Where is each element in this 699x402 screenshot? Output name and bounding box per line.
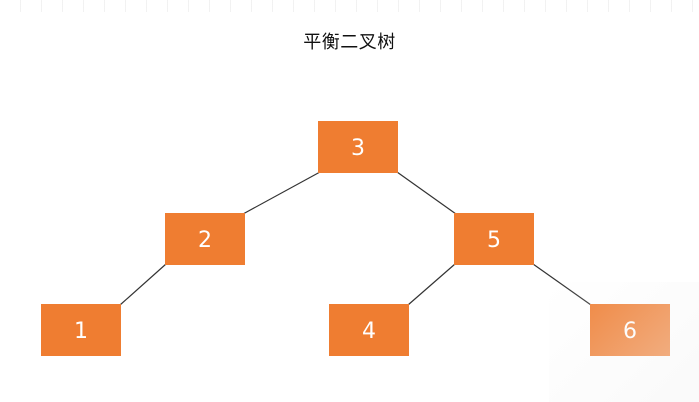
node-label-2: 2 xyxy=(198,228,212,253)
node-box-5 xyxy=(454,213,534,265)
node-label-5: 5 xyxy=(487,228,501,253)
tree-node-2: 2 xyxy=(165,213,245,265)
edge-n5-to-n4 xyxy=(407,263,456,306)
tree-nodes: 3 2 5 1 4 6 xyxy=(41,121,670,356)
edge-n3-to-n5 xyxy=(396,171,457,215)
tree-node-1: 1 xyxy=(41,304,121,356)
node-box-2 xyxy=(165,213,245,265)
tree-node-4: 4 xyxy=(329,304,409,356)
node-box-3 xyxy=(318,121,398,173)
node-box-4 xyxy=(329,304,409,356)
edge-n5-to-n6 xyxy=(532,263,592,306)
tree-node-5: 5 xyxy=(454,213,534,265)
edge-n3-to-n2 xyxy=(242,171,321,215)
tree-node-3: 3 xyxy=(318,121,398,173)
tree-node-6: 6 xyxy=(590,304,670,356)
edge-n2-to-n1 xyxy=(119,263,167,306)
node-box-1 xyxy=(41,304,121,356)
node-label-6: 6 xyxy=(623,319,637,344)
node-label-4: 4 xyxy=(362,319,376,344)
diagram-title: 平衡二叉树 xyxy=(303,32,396,53)
node-label-1: 1 xyxy=(74,319,88,344)
node-label-3: 3 xyxy=(351,136,365,161)
top-ruler xyxy=(0,0,699,12)
